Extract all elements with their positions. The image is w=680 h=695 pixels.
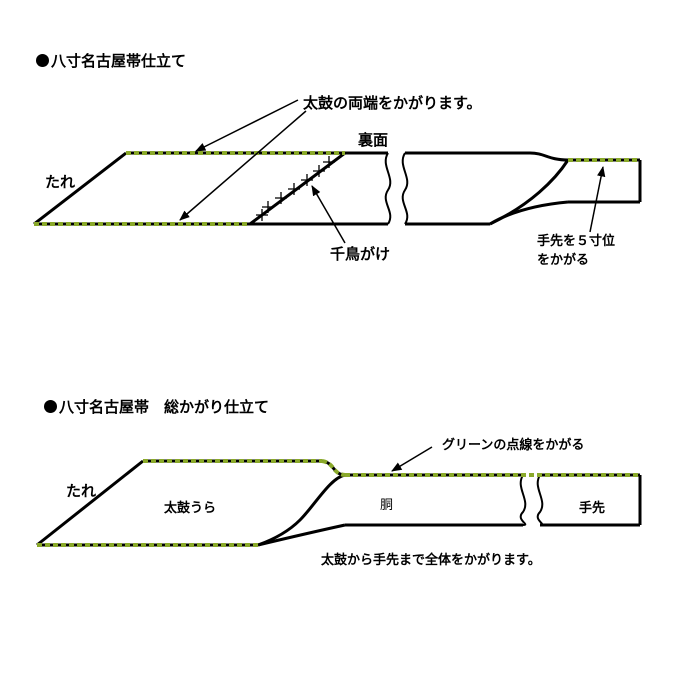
label-tesaki: 手先: [579, 501, 606, 516]
label-taiko-ura: 太鼓うら: [164, 501, 217, 516]
chidori-stitches: [256, 156, 335, 221]
note-whole: 太鼓から手先まで全体をかがります。: [321, 553, 541, 568]
bullet-icon: [44, 400, 57, 413]
section1-title: 八寸名古屋帯仕立て: [36, 52, 186, 70]
label-tare-1: たれ: [45, 173, 76, 191]
arrows-2: [391, 446, 433, 472]
note-green-dots: グリーンの点線をかがる: [442, 438, 585, 453]
stitch-line-2: [37, 459, 640, 547]
obi-outline-1: [33, 151, 642, 226]
note-tesaki-1: 手先を５寸位: [537, 234, 616, 249]
note-taiko-ends: 太鼓の両端をかがります。: [303, 94, 482, 112]
stitch-line-1: [34, 151, 640, 226]
arrows-1: [179, 99, 606, 244]
label-chidori: 千鳥がけ: [330, 245, 391, 263]
bullet-icon: [36, 54, 49, 67]
label-urazura: 裏面: [358, 131, 389, 149]
label-do: 胴: [380, 498, 394, 513]
note-tesaki-2: をかがる: [537, 253, 590, 268]
section2-title: 八寸名古屋帯 総かがり仕立て: [44, 398, 269, 416]
label-tare-2: たれ: [66, 482, 97, 500]
